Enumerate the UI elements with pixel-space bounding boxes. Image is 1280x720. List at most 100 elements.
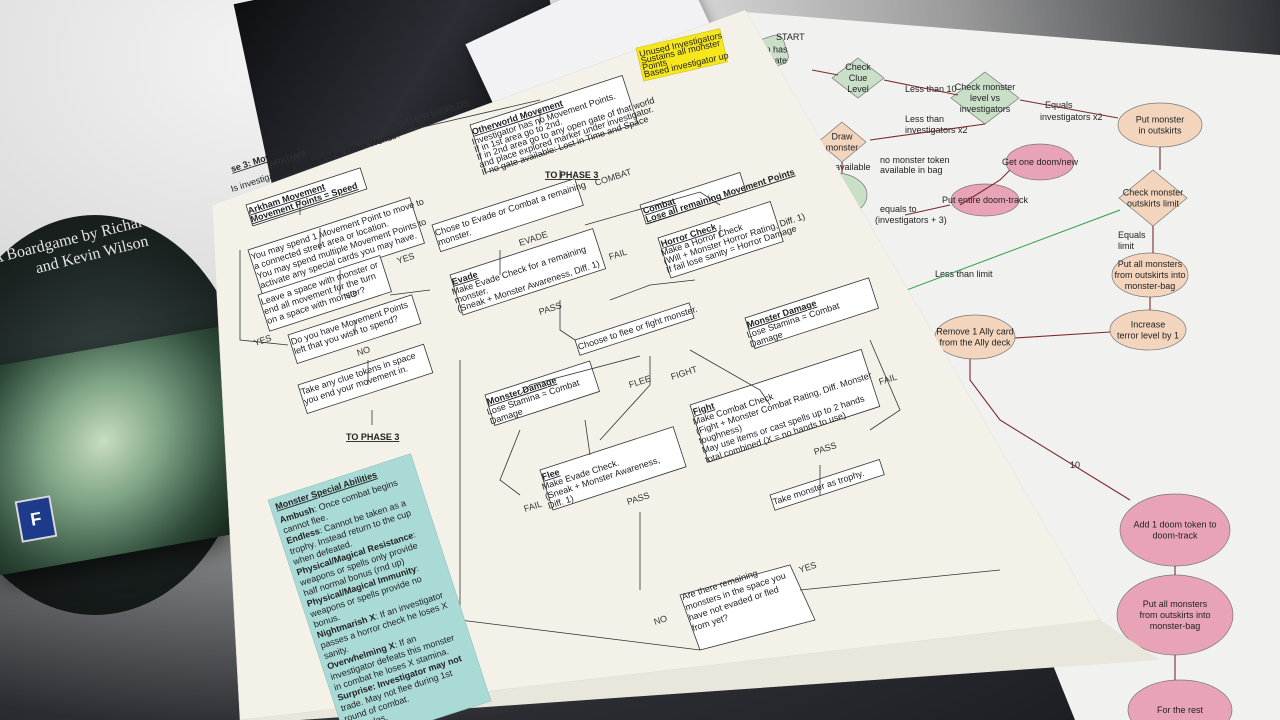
- connector-15: [559, 300, 576, 341]
- flow-node-text: For the rest: [1157, 705, 1204, 715]
- flow-node-label-n6: Get one doom/new: [1002, 157, 1079, 167]
- flow-edge-9: [1014, 331, 1111, 339]
- flow-edge-13: [959, 169, 1011, 206]
- ability-text: :: [411, 529, 416, 539]
- flow-node-text: Put all monsters: [1143, 599, 1208, 609]
- flow-node-n10: [1109, 309, 1187, 351]
- flow-node-text: monster-bag: [1150, 621, 1201, 631]
- connector-25: [799, 569, 1001, 591]
- flow-node-text: Put monster: [1136, 115, 1185, 125]
- horror-box: [657, 201, 784, 279]
- flow-edge-label: Less than: [905, 114, 944, 124]
- evade-box: [449, 228, 607, 316]
- flow-edge-label: limit: [1118, 241, 1134, 251]
- flow-edge-label: Equals: [1118, 230, 1146, 240]
- flow-start-label: START: [776, 32, 805, 42]
- abilities-background: [267, 453, 492, 720]
- flow-edge-label: Less than limit: [935, 269, 993, 279]
- flow-node-text: terror level by 1: [1117, 331, 1179, 341]
- flow-node-text: Put entire doom-track: [942, 195, 1029, 205]
- flow-node-label-n14: For the rest: [1157, 705, 1204, 715]
- flow-edge-label: investigators x2: [1040, 112, 1103, 122]
- connector-23: [499, 429, 521, 496]
- connector-7: [389, 289, 431, 296]
- flow-edge-10: [969, 359, 1131, 501]
- flow-node-text: monster-bag: [1125, 281, 1176, 291]
- flow-node-n7: [950, 183, 1020, 217]
- flow-node-text: Add 1 doom token to: [1133, 520, 1216, 530]
- leave-space-box: [257, 254, 392, 332]
- label-no-3-line: NO: [653, 613, 669, 627]
- flow-edge-label: available: [835, 162, 871, 172]
- flow-edge-label: (investigators + 3): [875, 215, 947, 225]
- flow-edge-1: [811, 69, 839, 76]
- combat-box: [639, 172, 747, 225]
- label-no-3: NO: [653, 613, 669, 627]
- flow-node-text: Check monster: [955, 82, 1016, 92]
- flow-edge-label: investigators x2: [905, 125, 968, 135]
- choose-flee-box: [574, 302, 695, 356]
- label-no-1: NO: [343, 288, 359, 302]
- flow-edge-14: [904, 204, 951, 216]
- ability-text: :: [414, 563, 419, 573]
- otherworld-box: [469, 75, 639, 174]
- flow-node-text: from the Ally deck: [939, 338, 1011, 348]
- flow-node-text: monster: [826, 143, 859, 153]
- trophy-box: [769, 458, 885, 511]
- connector-12: [584, 191, 721, 226]
- connector-18: [599, 356, 651, 441]
- flow-node-text: from outskirts into: [1114, 270, 1185, 280]
- flow-edge-label: Equals: [1045, 100, 1073, 110]
- flow-node-text: Increase: [1131, 320, 1166, 330]
- flow-node-text: doom-track: [1152, 531, 1198, 541]
- connector-19: [689, 349, 771, 406]
- flow-edge-15: [879, 209, 1121, 301]
- connector-16: [609, 279, 696, 301]
- flow-edge-label: 10: [1070, 460, 1080, 470]
- right-flowchart: Location hasopened gateCheckClueLevelChe…: [735, 32, 1234, 720]
- have-points-box: [287, 294, 422, 365]
- to-phase3-b-line: TO PHASE 3: [545, 170, 598, 180]
- connector-20: [869, 339, 901, 431]
- connector-26: [584, 419, 591, 456]
- label-no-2: NO: [356, 344, 372, 358]
- flow-node-text: investigators: [960, 104, 1011, 114]
- label-no-2-line: NO: [356, 344, 372, 358]
- flow-edge-4: [869, 123, 986, 141]
- choose-evade-box: [431, 178, 584, 253]
- flow-node-text: in outskirts: [1138, 126, 1182, 136]
- flow-node-text: Put all monsters: [1118, 259, 1183, 269]
- flow-node-n6: [1005, 143, 1075, 181]
- fight-box: [689, 348, 881, 463]
- yellow-note: [635, 28, 728, 82]
- flow-edge-label: available in bag: [880, 165, 943, 175]
- to-phase3-a-line: TO PHASE 3: [346, 432, 399, 442]
- flow-node-label-n7: Put entire doom-track: [942, 195, 1029, 205]
- flow-node-text: from outskirts into: [1139, 610, 1210, 620]
- flow-node-text: Get one doom/new: [1002, 157, 1079, 167]
- to-phase3-b: TO PHASE 3: [545, 170, 598, 180]
- flow-edge-label: no monster token: [880, 155, 950, 165]
- flow-node-text: Check monster: [1123, 188, 1184, 198]
- remaining-decision-shape: [679, 564, 816, 651]
- flow-node-text: level vs: [970, 93, 1001, 103]
- connector-17: [519, 355, 641, 396]
- connector-10: [409, 99, 541, 131]
- flow-node-text: Draw: [831, 132, 853, 142]
- monster-damage-box-a: [484, 360, 601, 426]
- flow-node-text: outskirts limit: [1127, 199, 1180, 209]
- flow-node-n14: [1127, 679, 1233, 720]
- to-phase3-a: TO PHASE 3: [346, 432, 399, 442]
